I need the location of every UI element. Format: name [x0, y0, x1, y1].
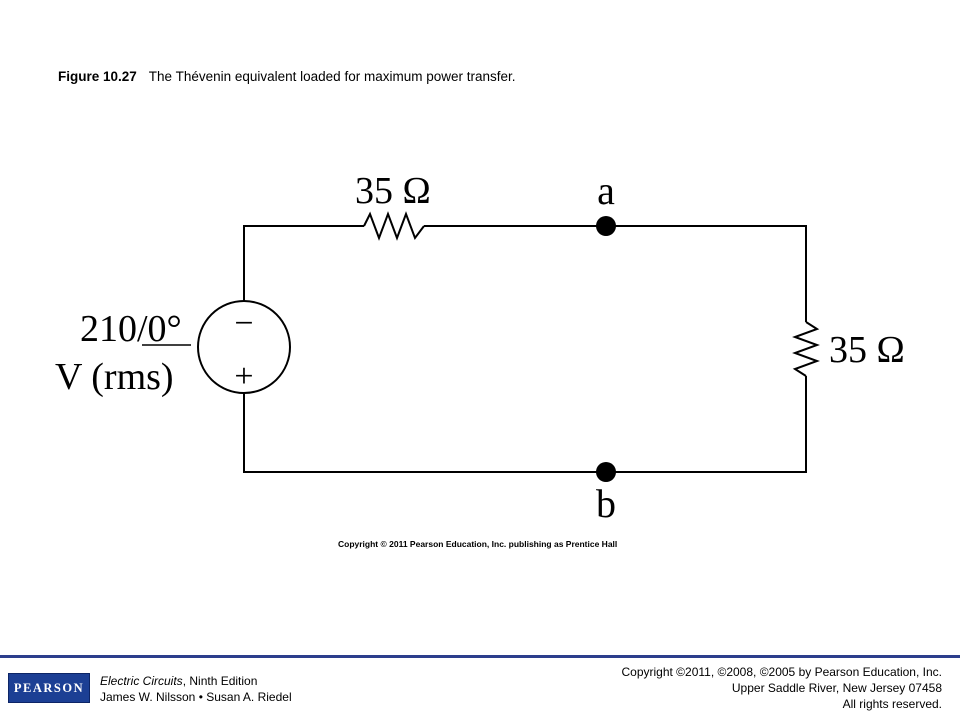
figure-number: Figure 10.27	[58, 69, 137, 84]
pearson-logo: PEARSON	[8, 673, 90, 703]
series-resistor-label: 35 Ω	[355, 170, 431, 212]
book-info: Electric Circuits, Ninth Edition James W…	[100, 673, 292, 705]
diagram-copyright: Copyright © 2011 Pearson Education, Inc.…	[338, 539, 618, 549]
node-a-dot	[596, 216, 616, 236]
wire-top-right	[424, 225, 807, 322]
figure-title: The Thévenin equivalent loaded for maxim…	[148, 69, 516, 84]
copyright-line-2: Upper Saddle River, New Jersey 07458	[731, 681, 942, 695]
wire-bottom	[243, 376, 807, 473]
node-b-dot	[596, 462, 616, 482]
source-unit-label: V (rms)	[55, 356, 174, 398]
load-resistor-label: 35 Ω	[829, 329, 905, 371]
source-minus-sign: −	[234, 305, 253, 342]
copyright-line-1: Copyright ©2011, ©2008, ©2005 by Pearson…	[621, 665, 942, 679]
load-resistor-symbol	[792, 321, 820, 377]
figure-caption: Figure 10.27 The Thévenin equivalent load…	[58, 69, 516, 84]
series-resistor-symbol	[363, 211, 425, 241]
publisher-copyright: Copyright ©2011, ©2008, ©2005 by Pearson…	[621, 664, 942, 712]
footer-divider	[0, 655, 960, 658]
voltage-source-symbol	[197, 300, 291, 394]
book-title: Electric Circuits	[100, 674, 183, 688]
node-a-label: a	[597, 168, 615, 213]
book-edition: , Ninth Edition	[182, 674, 258, 688]
copyright-line-3: All rights reserved.	[842, 697, 942, 711]
source-plus-sign: +	[234, 358, 253, 395]
node-b-label: b	[596, 481, 616, 526]
source-value-label: 210/0°	[80, 308, 182, 350]
pearson-logo-text: PEARSON	[13, 680, 85, 695]
book-authors: James W. Nilsson • Susan A. Riedel	[100, 690, 292, 704]
